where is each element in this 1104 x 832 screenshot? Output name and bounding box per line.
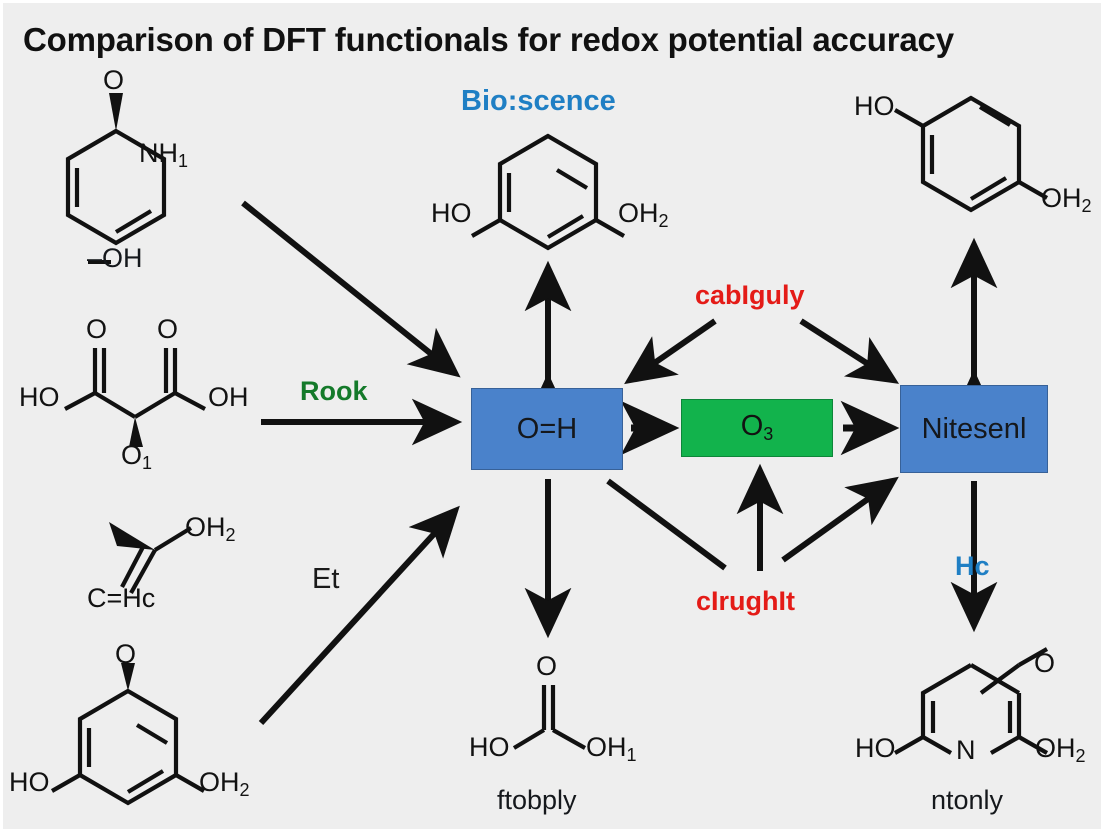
- atom-label-tartronic-wedge-o: O1: [121, 440, 153, 474]
- process-box-right[interactable]: Nitesenl: [900, 385, 1048, 473]
- molecule-caption-pyridinone: –OH: [87, 243, 143, 273]
- atom-label-tartronic-o-right: O: [157, 314, 179, 344]
- atom-label-resorcinol-oh: OH2: [618, 198, 669, 232]
- arrow-cirughit-to-right-box: [781, 476, 899, 563]
- atom-label-hydroquinone-ho: HO: [854, 91, 895, 121]
- atom-label-phenol-ho: HO: [9, 767, 50, 797]
- arrow-pyridinone-to-left-box: [241, 200, 461, 378]
- atom-label-carbonic-ho: HO: [469, 732, 510, 762]
- atom-label-hydroxypyridinone-oh: OH2: [1035, 733, 1086, 767]
- atom-label-tartronic-oh: OH: [208, 382, 249, 412]
- wedge-bond-alkene: [109, 522, 155, 550]
- molecule-resorcinol-bonds: [470, 133, 626, 251]
- process-box-center-label: O3: [740, 410, 774, 445]
- atom-label-hydroxypyridinone-n: N: [956, 735, 976, 765]
- diagram-vector-layer: [50, 93, 1049, 806]
- edge-label-bioscence: Bio:scence: [461, 85, 616, 117]
- wedge-bond-hydroxyl: [129, 417, 143, 447]
- atom-label-alkene-oh: OH2: [185, 512, 236, 546]
- edge-label-cabiguly: cabIguly: [695, 280, 805, 310]
- atom-label-hydroquinone-oh: OH2: [1041, 183, 1092, 217]
- page-title: Comparison of DFT functionals for redox …: [23, 21, 954, 58]
- atom-label-pyridinone-o: O: [103, 65, 125, 95]
- atom-label-carbonic-o: O: [536, 651, 558, 681]
- molecule-phenol-bottom-left-bonds: [50, 688, 206, 806]
- atom-label-carbonic-oh: OH1: [586, 732, 637, 766]
- edge-label-et: Et: [312, 563, 340, 595]
- atom-label-phenol-o: O: [115, 639, 137, 669]
- wedge-bond-carbonyl: [109, 93, 123, 131]
- atom-label-hydroxypyridinone-ho: HO: [855, 733, 896, 763]
- wedge-bond-phenol-o: [121, 663, 135, 691]
- atom-label-tartronic-o-left: O: [86, 314, 108, 344]
- atom-label-hydroxypyridinone-o: O: [1034, 648, 1056, 678]
- arrow-cabiguly-to-left-box: [624, 318, 717, 385]
- atom-label-phenol-oh: OH2: [199, 767, 250, 801]
- molecule-alkene-bonds: [120, 526, 193, 595]
- arrow-cirughit-to-left-box: [606, 478, 727, 571]
- arrow-et-to-left-box: [258, 505, 460, 726]
- molecule-pyridinone-top-left-bonds: [65, 128, 167, 246]
- arrow-cabiguly-to-right-box: [799, 318, 900, 384]
- edge-label-cirughit: cIrughIt: [696, 586, 795, 616]
- molecule-hydroxypyridinone-bonds: [893, 647, 1049, 755]
- molecule-carbonic-acid-bonds: [512, 685, 587, 750]
- atom-label-alkene-chain: C=Hc: [87, 583, 156, 613]
- process-box-right-label: Nitesenl: [921, 412, 1027, 445]
- molecule-tartronic-acid-bonds: [64, 348, 206, 419]
- process-box-left[interactable]: O=H: [471, 388, 623, 470]
- molecule-caption-ntonly: ntonly: [931, 785, 1004, 815]
- atom-label-pyridinone-nh: NH1: [139, 138, 189, 172]
- molecule-caption-ftobply: ftobply: [497, 785, 577, 815]
- molecule-hydroquinone-bonds: [893, 95, 1049, 213]
- edge-label-hc: Hc: [955, 551, 990, 581]
- process-box-left-label: O=H: [516, 412, 578, 445]
- process-box-center[interactable]: O3: [681, 399, 833, 457]
- atom-label-tartronic-ho: HO: [19, 382, 60, 412]
- atom-label-resorcinol-ho: HO: [431, 198, 472, 228]
- edge-label-rook: Rook: [300, 376, 368, 406]
